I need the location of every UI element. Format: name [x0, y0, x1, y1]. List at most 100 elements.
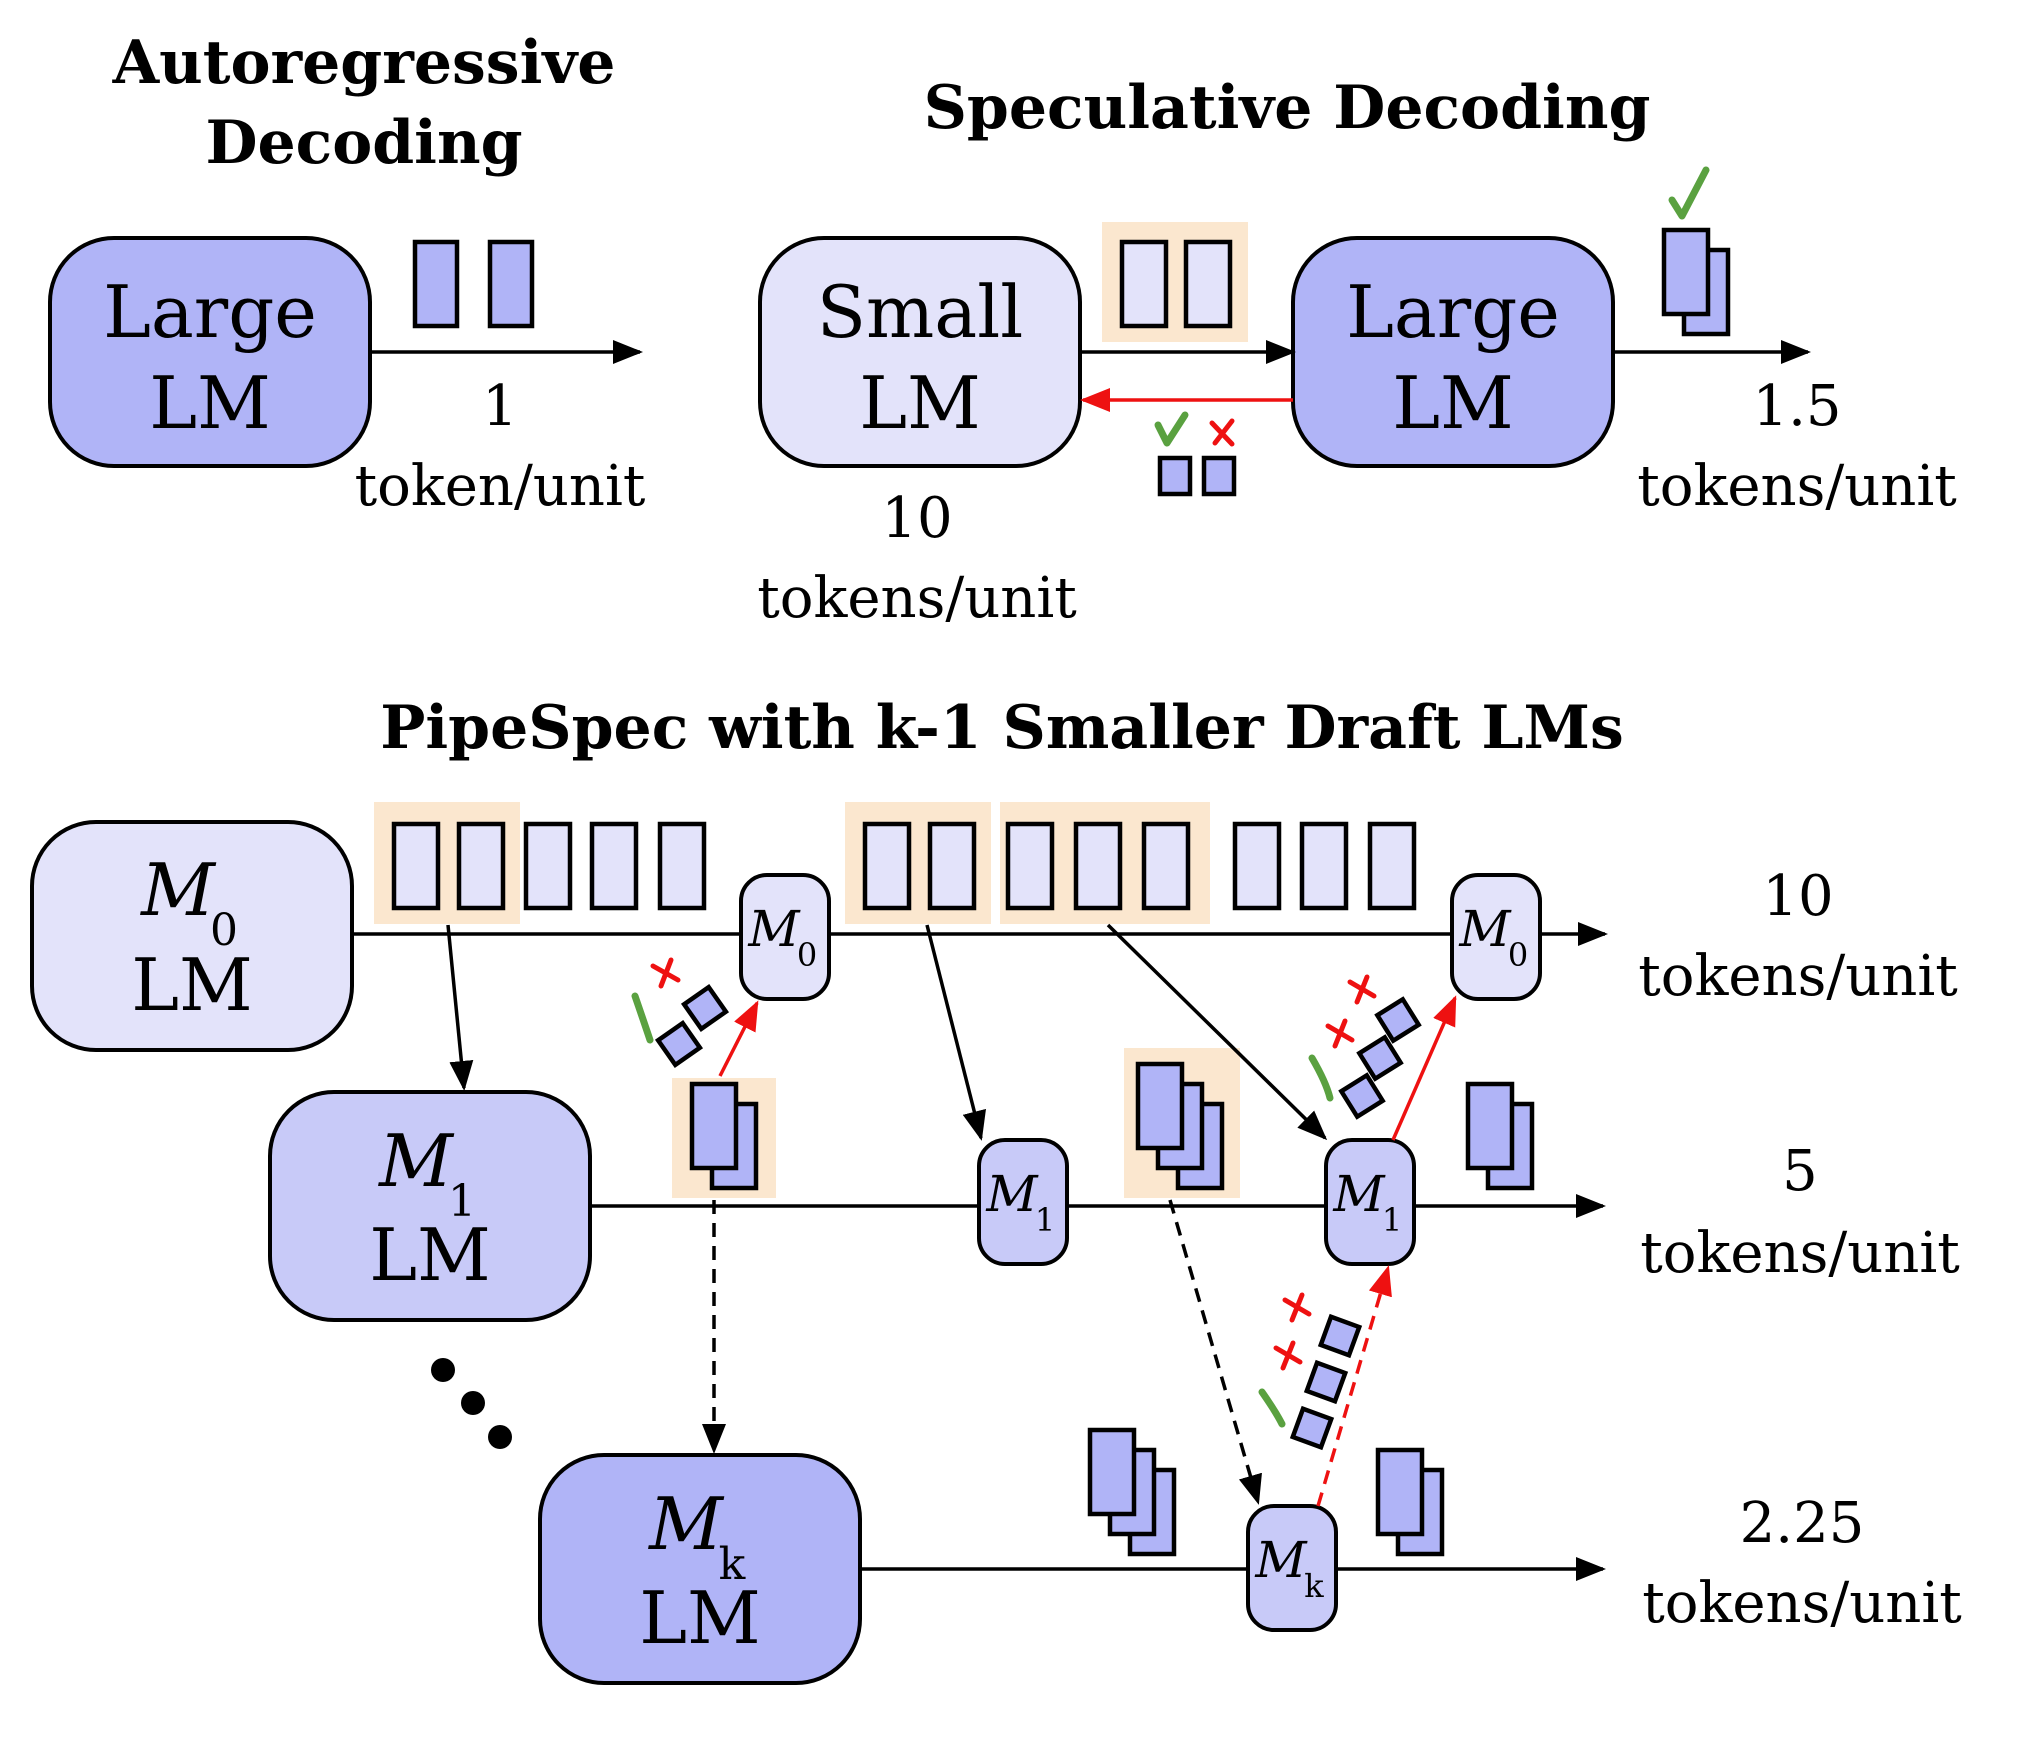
cross-icon [1347, 974, 1377, 1005]
draft-to-m1-arrow [446, 924, 474, 1091]
m1-to-mk-arrow [1168, 1199, 1262, 1505]
large-lm-label-line2: LM [149, 361, 271, 445]
output-token [1661, 227, 1711, 317]
speculative-large-lm: Large LM [1291, 236, 1615, 468]
cross-icon [650, 957, 681, 989]
draft-token [657, 821, 707, 911]
mk-lm-label: LM [639, 1576, 761, 1660]
m1-token-stack [689, 1081, 759, 1191]
draft-token [1073, 821, 1123, 911]
draft-token [1119, 239, 1169, 329]
mk-lm-box: M k LM [538, 1453, 862, 1685]
draft-token [1005, 821, 1055, 911]
pipespec-title: PipeSpec with k-1 Smaller Draft LMs [380, 693, 1624, 763]
cross-icon [1282, 1292, 1312, 1323]
token [412, 239, 460, 329]
m1-lm-box: M 1 LM [268, 1090, 592, 1322]
draft-to-m1-arrow [1106, 923, 1328, 1141]
autoregressive-rate-value: 1 [482, 374, 518, 439]
m1-token-stack [1135, 1061, 1225, 1191]
pipe-m0-rate-unit: tokens/unit [1638, 944, 1958, 1009]
m1-symbol: M [377, 1119, 455, 1203]
draft-token [1367, 821, 1417, 911]
m0-subscript: 0 [210, 905, 238, 956]
spec-small-rate-unit: tokens/unit [757, 566, 1077, 631]
autoregressive-rate-unit: token/unit [355, 454, 646, 519]
m0-node-subscript: 0 [797, 936, 817, 974]
check-icon [631, 992, 654, 1044]
m1-lm-label: LM [369, 1213, 491, 1297]
pipe-m1-rate-unit: tokens/unit [1640, 1221, 1960, 1286]
check-icon [1668, 166, 1710, 220]
draft-token [927, 821, 977, 911]
mk-subscript: k [719, 1539, 746, 1590]
pipe-mk-rate-unit: tokens/unit [1642, 1571, 1962, 1636]
draft-token [1141, 821, 1191, 911]
verify-tokens [1308, 974, 1422, 1120]
m0-node-symbol: M [747, 900, 801, 958]
ellipsis-dots-icon [431, 1358, 512, 1449]
mk-token-stack [1087, 1427, 1177, 1557]
m0-node: M 0 [1450, 873, 1542, 1001]
large-lm-label-line2: LM [1392, 361, 1514, 445]
m0-node: M 0 [739, 873, 831, 1001]
draft-token [1299, 821, 1349, 911]
autoregressive-title-line2: Decoding [205, 108, 522, 178]
draft-token [391, 821, 441, 911]
speculative-small-lm: Small LM [758, 236, 1082, 468]
draft-token [456, 821, 506, 911]
token [487, 239, 535, 329]
m1-output-token-stack [1465, 1081, 1535, 1191]
m1-node: M 1 [1324, 1138, 1416, 1266]
autoregressive-large-lm: Large LM [48, 236, 372, 468]
m0-lm-label: LM [131, 943, 253, 1027]
mk-node-symbol: M [1254, 1531, 1308, 1589]
draft-token [589, 821, 639, 911]
m1-node: M 1 [977, 1138, 1069, 1266]
large-lm-label-line1: Large [1346, 270, 1560, 354]
m0-draft-tokens [391, 821, 1417, 911]
accepted-token [1157, 455, 1193, 497]
verify-arrow-dashed [1316, 1265, 1392, 1507]
m0-symbol: M [139, 848, 217, 932]
mk-node: M k [1246, 1504, 1338, 1632]
verify-tokens [631, 957, 730, 1069]
draft-token [1232, 821, 1282, 911]
verify-arrow [718, 1000, 759, 1077]
autoregressive-title-line1: Autoregressive [112, 28, 616, 98]
check-icon [1258, 1388, 1286, 1428]
cross-icon [1209, 418, 1235, 447]
large-lm-label-line1: Large [103, 270, 317, 354]
m0-lm-box: M 0 LM [30, 820, 354, 1052]
m0-node-subscript: 0 [1508, 936, 1528, 974]
m1-node-symbol: M [985, 1165, 1039, 1223]
m1-node-subscript: 1 [1382, 1201, 1402, 1239]
mk-output-token-stack [1375, 1447, 1445, 1557]
spec-large-rate-unit: tokens/unit [1637, 454, 1957, 519]
draft-to-m1-arrow [925, 924, 986, 1141]
rejected-token [1201, 455, 1237, 497]
draft-token [523, 821, 573, 911]
cross-icon [1325, 1018, 1355, 1049]
speculative-title: Speculative Decoding [924, 73, 1651, 143]
small-lm-label-line2: LM [859, 361, 981, 445]
spec-small-rate-value: 10 [881, 486, 952, 551]
check-icon [1154, 411, 1189, 447]
pipe-m0-rate-value: 10 [1762, 864, 1833, 929]
pipe-m1-rate-value: 5 [1782, 1139, 1818, 1204]
m1-node-subscript: 1 [1035, 1201, 1055, 1239]
mk-symbol: M [647, 1482, 725, 1566]
m1-subscript: 1 [448, 1176, 476, 1227]
m0-node-symbol: M [1458, 900, 1512, 958]
draft-token [862, 821, 912, 911]
draft-token [1183, 239, 1233, 329]
m1-node-symbol: M [1332, 1165, 1386, 1223]
mk-node-subscript: k [1304, 1567, 1324, 1605]
cross-icon [1273, 1340, 1303, 1371]
verify-tokens [1258, 1292, 1363, 1451]
spec-large-rate-value: 1.5 [1752, 374, 1841, 439]
pipe-mk-rate-value: 2.25 [1740, 1491, 1865, 1556]
small-lm-label-line1: Small [817, 270, 1024, 354]
verify-arrow [1391, 995, 1457, 1141]
